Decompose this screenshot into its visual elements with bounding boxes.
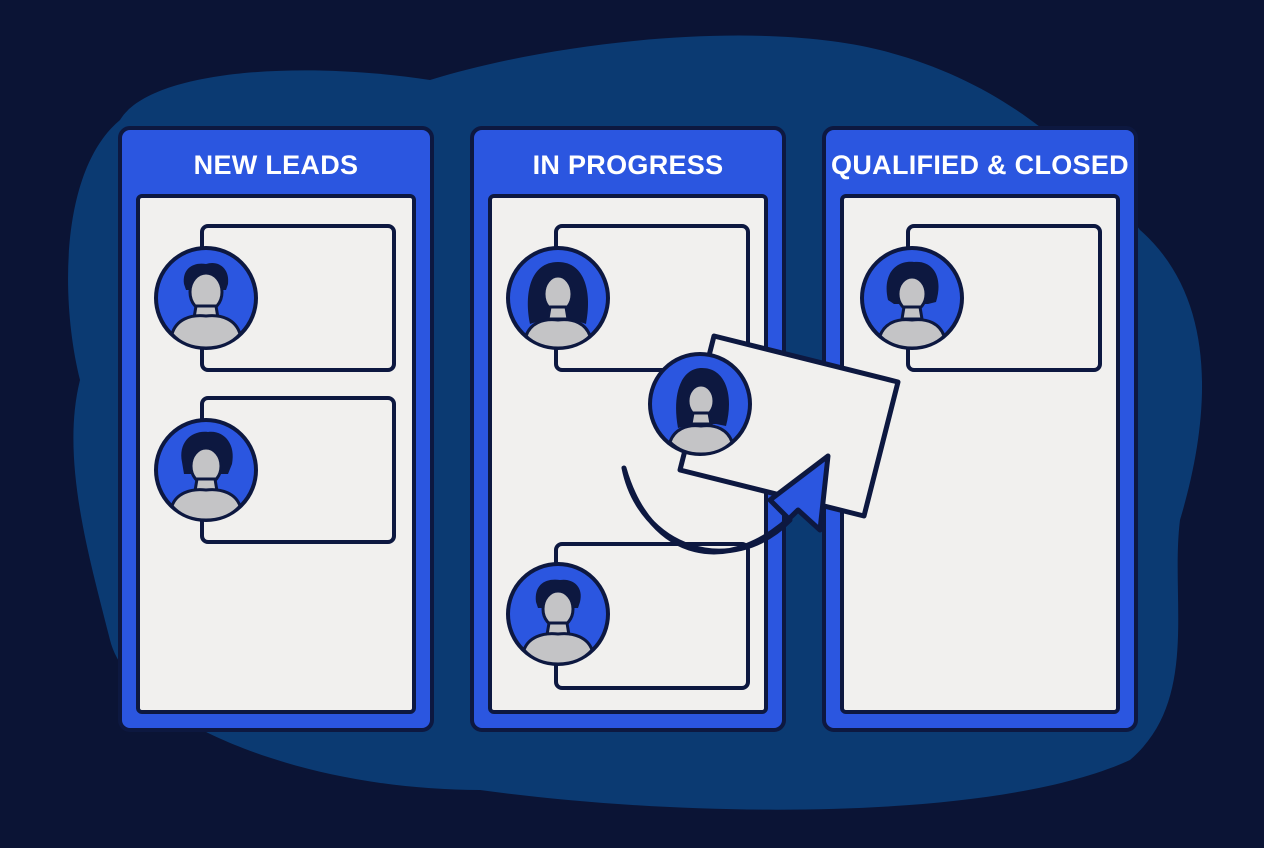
person-avatar-icon (154, 246, 258, 350)
person-avatar-icon (648, 352, 752, 456)
column-title: IN PROGRESS (532, 150, 724, 180)
person-avatar-icon (154, 418, 258, 522)
person-avatar-icon (506, 246, 610, 350)
person-avatar-icon (860, 246, 964, 350)
column-title: QUALIFIED & CLOSED (831, 150, 1129, 180)
column-title: NEW LEADS (193, 150, 359, 180)
curved-arrow-icon (621, 453, 831, 555)
person-avatar-icon (506, 562, 610, 666)
